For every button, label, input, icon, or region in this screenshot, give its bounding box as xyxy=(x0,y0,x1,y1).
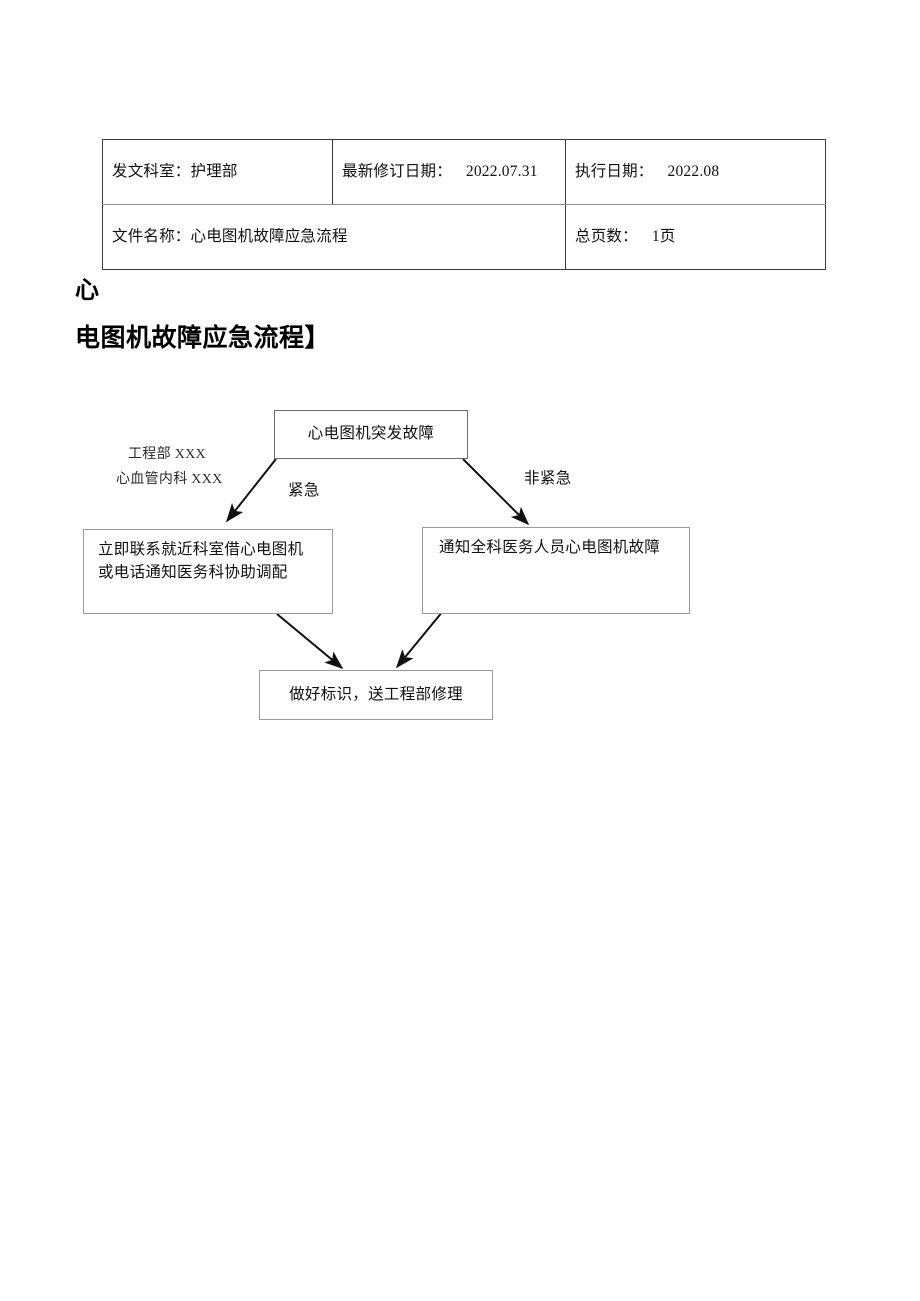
cell-revision-date-value: 2022.07.31 xyxy=(465,162,538,180)
cell-effective-date-label: 执行日期： xyxy=(575,162,654,180)
cell-revision-date: 最新修订日期： 2022.07.31 xyxy=(332,139,566,205)
cell-revision-date-label: 最新修订日期： xyxy=(342,162,452,180)
edge-label-non-urgent: 非紧急 xyxy=(524,470,572,487)
annotation-engineering-department: 工程部 XXX xyxy=(128,447,206,462)
table-row: 发文科室：护理部 最新修订日期： 2022.07.31 执行日期： 2022.08 xyxy=(102,139,826,205)
flow-node-non-urgent-action: 通知全科医务人员心电图机故障 xyxy=(422,527,690,614)
edge-label-urgent: 紧急 xyxy=(288,482,320,499)
document-header-table: 发文科室：护理部 最新修订日期：2022.07.31 执行日期：2022.08 … xyxy=(102,139,826,270)
edge-right-to-bottom xyxy=(395,610,444,669)
page-title-line-1: 心 xyxy=(75,276,100,304)
flow-node-repair-label: 做好标识，送工程部修理 xyxy=(289,686,463,703)
cell-file-name: 文件名称：心电图机故障应急流程 xyxy=(102,204,566,270)
flow-node-non-urgent-action-label: 通知全科医务人员心电图机故障 xyxy=(439,539,661,556)
cell-issuing-department-label: 发文科室： xyxy=(112,162,191,180)
edge-start-to-left xyxy=(226,458,277,523)
cell-effective-date-value: 2022.08 xyxy=(667,162,720,180)
cell-effective-date: 执行日期： 2022.08 xyxy=(565,139,826,205)
cell-issuing-department: 发文科室：护理部 xyxy=(102,139,333,205)
cell-issuing-department-value: 护理部 xyxy=(190,162,238,180)
cell-file-name-value: 心电图机故障应急流程 xyxy=(190,227,348,245)
flow-node-repair: 做好标识，送工程部修理 xyxy=(259,670,493,720)
table-row: 文件名称：心电图机故障应急流程 总页数： 1页 xyxy=(102,204,826,270)
flow-node-urgent-action: 立即联系就近科室借心电图机 或电话通知医务科协助调配 xyxy=(83,529,333,614)
edge-start-to-right xyxy=(462,458,530,526)
cell-file-name-label: 文件名称： xyxy=(112,227,191,245)
page-title-line-2: 电图机故障应急流程】 xyxy=(75,323,331,352)
edge-left-to-bottom xyxy=(276,613,344,670)
flow-node-urgent-action-label: 立即联系就近科室借心电图机 或电话通知医务科协助调配 xyxy=(98,541,304,582)
flow-node-start-label: 心电图机突发故障 xyxy=(307,425,435,442)
annotation-cardiology-department: 心血管内科 XXX xyxy=(116,472,223,487)
cell-page-count-label: 总页数： xyxy=(575,227,638,245)
cell-page-count-value: 1页 xyxy=(651,227,676,245)
flow-node-start: 心电图机突发故障 xyxy=(274,410,468,459)
cell-page-count: 总页数： 1页 xyxy=(565,204,826,270)
